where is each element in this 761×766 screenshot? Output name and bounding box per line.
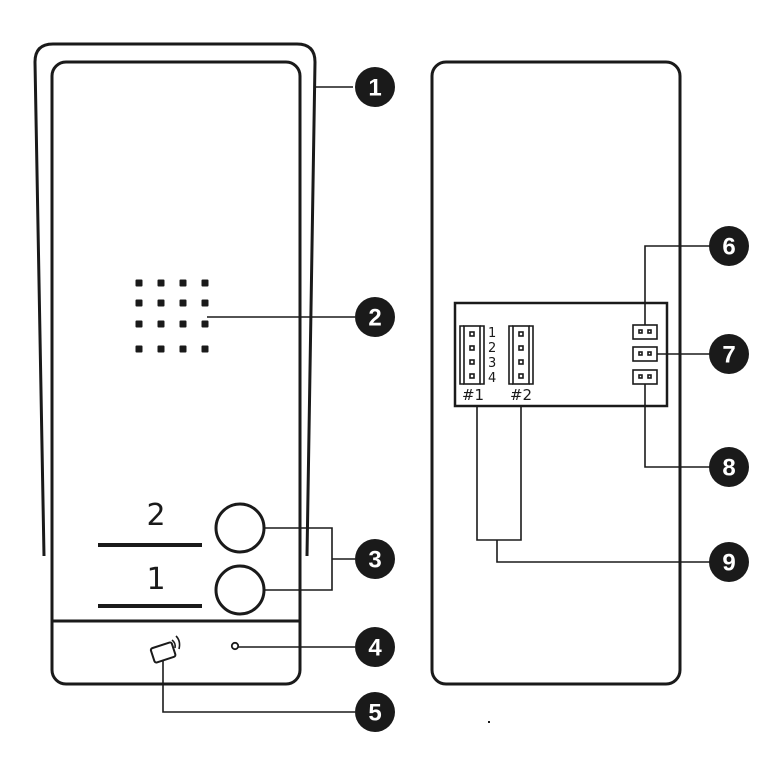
speaker-grille [135,279,209,353]
callout-3: 3 [355,539,395,579]
grille-hole [135,345,143,353]
callout-7: 7 [709,334,749,374]
grille-hole [157,345,165,353]
callout-9: 9 [709,542,749,582]
svg-text:4: 4 [368,635,382,662]
connector-1 [459,325,485,385]
microphone-dot [230,641,240,651]
pin-label-1: 1 [488,326,496,341]
callout-8: 8 [709,447,749,487]
call-button-2[interactable] [214,502,266,554]
button-label-2: 2 [146,498,165,533]
grille-hole [201,320,209,328]
button-label-1: 1 [146,562,165,597]
grille-hole [201,345,209,353]
pin-label-4: 4 [488,371,496,386]
grille-hole [179,279,187,287]
grille-hole [135,299,143,307]
outer-frame [33,42,317,557]
connector-2 [508,325,534,385]
connector-label-2: #2 [510,386,532,404]
grille-hole [157,320,165,328]
svg-text:3: 3 [368,547,381,574]
svg-text:5: 5 [368,700,381,727]
callout-5: 5 [355,692,395,732]
pin-label-3: 3 [488,356,496,371]
back-leaders [476,245,710,563]
callout-2: 2 [355,297,395,337]
grille-hole [135,279,143,287]
grille-hole [157,279,165,287]
grille-hole [201,279,209,287]
back-panel: 1 2 3 4 #1 #2 [430,60,682,723]
connector-label-1: #1 [462,386,484,404]
call-button-1[interactable] [214,564,266,616]
callout-badges: 1 2 3 4 5 6 7 8 [355,67,749,732]
grille-hole [179,345,187,353]
svg-text:1: 1 [368,75,381,102]
pin-label-2: 2 [488,341,496,356]
grille-hole [135,320,143,328]
grille-hole [179,299,187,307]
front-panel: 2 1 [33,42,317,686]
front-leaders [162,86,355,713]
callout-4: 4 [355,627,395,667]
svg-text:6: 6 [722,234,735,261]
front-body [50,60,302,686]
callout-1: 1 [355,67,395,107]
grille-hole [201,299,209,307]
svg-text:9: 9 [722,550,735,577]
svg-text:7: 7 [722,342,735,369]
rfid-card-icon [149,635,181,664]
svg-text:8: 8 [722,455,735,482]
grille-hole [179,320,187,328]
svg-text:2: 2 [368,305,381,332]
callout-6: 6 [709,226,749,266]
circuit-board [453,301,669,408]
back-body [430,60,682,686]
grille-hole [157,299,165,307]
